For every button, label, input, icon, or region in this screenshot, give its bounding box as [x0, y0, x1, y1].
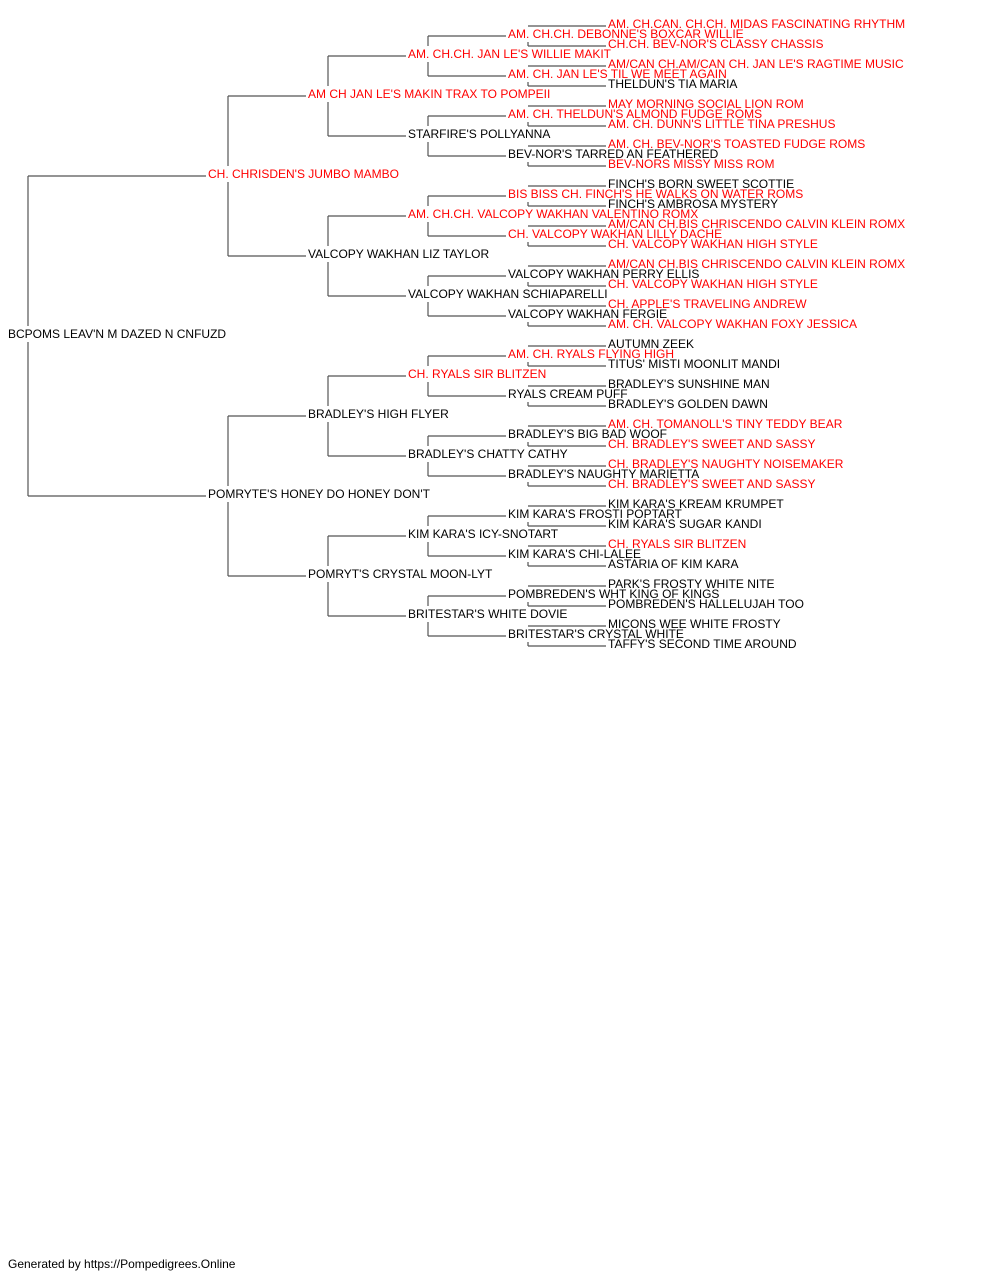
- ancestor-name-gen4: AM. CH.CH. DEBONNE'S BOXCAR WILLIE: [508, 27, 744, 41]
- ancestor-name-gen1: POMRYTE'S HONEY DO HONEY DON'T: [208, 487, 431, 501]
- ancestor-name-gen5: AM. CH.CAN. CH.CH. MIDAS FASCINATING RHY…: [608, 17, 905, 31]
- ancestor-name-gen5: BEV-NORS MISSY MISS ROM: [608, 157, 774, 171]
- ancestor-name-gen5: CH. APPLE'S TRAVELING ANDREW: [608, 297, 807, 311]
- ancestor-name-gen2: VALCOPY WAKHAN LIZ TAYLOR: [308, 247, 489, 261]
- ancestor-name-gen5: CH. BRADLEY'S SWEET AND SASSY: [608, 437, 815, 451]
- ancestor-name-gen4: VALCOPY WAKHAN PERRY ELLIS: [508, 267, 699, 281]
- ancestor-name-gen5: CH. BRADLEY'S NAUGHTY NOISEMAKER: [608, 457, 844, 471]
- ancestor-name-gen3: CH. RYALS SIR BLITZEN: [408, 367, 546, 381]
- ancestor-name-gen5: TITUS' MISTI MOONLIT MANDI: [608, 357, 780, 371]
- ancestor-name-gen4: KIM KARA'S FROSTI POPTART: [508, 507, 683, 521]
- ancestor-name-gen5: THELDUN'S TIA MARIA: [608, 77, 737, 91]
- ancestor-name-gen4: VALCOPY WAKHAN FERGIE: [508, 307, 667, 321]
- ancestor-name-gen5: CH. VALCOPY WAKHAN HIGH STYLE: [608, 277, 818, 291]
- ancestor-name-gen5: AM/CAN CH.AM/CAN CH. JAN LE'S RAGTIME MU…: [608, 57, 904, 71]
- ancestor-name-gen5: CH. RYALS SIR BLITZEN: [608, 537, 746, 551]
- ancestor-name-gen5: POMBREDEN'S HALLELUJAH TOO: [608, 597, 804, 611]
- ancestor-name-gen5: AM/CAN CH.BIS CHRISCENDO CALVIN KLEIN RO…: [608, 217, 905, 231]
- ancestor-name-gen5: FINCH'S BORN SWEET SCOTTIE: [608, 177, 794, 191]
- ancestor-name-gen4: AM. CH. THELDUN'S ALMOND FUDGE ROMS: [508, 107, 762, 121]
- ancestor-name-gen5: BRADLEY'S GOLDEN DAWN: [608, 397, 768, 411]
- ancestor-name-gen3: AM. CH.CH. JAN LE'S WILLIE MAKIT: [408, 47, 612, 61]
- ancestor-name-gen5: AM. CH. VALCOPY WAKHAN FOXY JESSICA: [608, 317, 857, 331]
- ancestor-name-gen5: TAFFY'S SECOND TIME AROUND: [608, 637, 797, 651]
- footer-credit: Generated by https://Pompedigrees.Online: [8, 1257, 236, 1271]
- ancestor-name-gen5: ASTARIA OF KIM KARA: [608, 557, 738, 571]
- subject-dog-name: BCPOMS LEAV'N M DAZED N CNFUZD: [8, 327, 226, 341]
- ancestor-name-gen2: POMRYT'S CRYSTAL MOON-LYT: [308, 567, 493, 581]
- ancestor-name-gen5: AM. CH. BEV-NOR'S TOASTED FUDGE ROMS: [608, 137, 865, 151]
- ancestor-name-gen3: STARFIRE'S POLLYANNA: [408, 127, 550, 141]
- ancestor-name-gen1: CH. CHRISDEN'S JUMBO MAMBO: [208, 167, 399, 181]
- ancestor-name-gen4: AM. CH. RYALS FLYING HIGH: [508, 347, 674, 361]
- ancestor-name-gen4: BIS BISS CH. FINCH'S HE WALKS ON WATER R…: [508, 187, 803, 201]
- ancestor-name-gen4: KIM KARA'S CHI-LALEE: [508, 547, 641, 561]
- ancestor-name-gen2: BRADLEY'S HIGH FLYER: [308, 407, 449, 421]
- ancestor-name-gen5: BRADLEY'S SUNSHINE MAN: [608, 377, 770, 391]
- ancestor-name-gen4: POMBREDEN'S WHT KING OF KINGS: [508, 587, 719, 601]
- ancestor-name-gen4: RYALS CREAM PUFF: [508, 387, 628, 401]
- ancestor-name-gen5: AM/CAN CH.BIS CHRISCENDO CALVIN KLEIN RO…: [608, 257, 905, 271]
- ancestor-name-gen4: BRITESTAR'S CRYSTAL WHITE: [508, 627, 684, 641]
- ancestor-name-gen5: PARK'S FROSTY WHITE NITE: [608, 577, 775, 591]
- ancestor-name-gen5: AM. CH. TOMANOLL'S TINY TEDDY BEAR: [608, 417, 843, 431]
- ancestor-name-gen4: BEV-NOR'S TARRED AN FEATHERED: [508, 147, 719, 161]
- ancestor-name-gen5: AM. CH. DUNN'S LITTLE TINA PRESHUS: [608, 117, 835, 131]
- ancestor-name-gen5: MICONS WEE WHITE FROSTY: [608, 617, 781, 631]
- ancestor-name-gen5: MAY MORNING SOCIAL LION ROM: [608, 97, 804, 111]
- ancestor-name-gen3: BRADLEY'S CHATTY CATHY: [408, 447, 568, 461]
- ancestor-name-gen4: AM. CH. JAN LE'S TIL WE MEET AGAIN: [508, 67, 727, 81]
- ancestor-name-gen3: VALCOPY WAKHAN SCHIAPARELLI: [408, 287, 608, 301]
- ancestor-name-gen5: CH. VALCOPY WAKHAN HIGH STYLE: [608, 237, 818, 251]
- ancestor-name-gen3: BRITESTAR'S WHITE DOVIE: [408, 607, 567, 621]
- ancestor-name-gen5: FINCH'S AMBROSA MYSTERY: [608, 197, 778, 211]
- ancestor-name-gen3: AM. CH.CH. VALCOPY WAKHAN VALENTINO ROMX: [408, 207, 698, 221]
- ancestor-name-gen5: KIM KARA'S SUGAR KANDI: [608, 517, 762, 531]
- ancestor-name-gen4: BRADLEY'S BIG BAD WOOF: [508, 427, 667, 441]
- ancestor-name-gen5: AUTUMN ZEEK: [608, 337, 694, 351]
- ancestor-name-gen4: BRADLEY'S NAUGHTY MARIETTA: [508, 467, 699, 481]
- ancestor-name-gen3: KIM KARA'S ICY-SNOTART: [408, 527, 559, 541]
- ancestor-name-gen5: KIM KARA'S KREAM KRUMPET: [608, 497, 784, 511]
- ancestor-name-gen5: CH.CH. BEV-NOR'S CLASSY CHASSIS: [608, 37, 823, 51]
- ancestor-name-gen5: CH. BRADLEY'S SWEET AND SASSY: [608, 477, 815, 491]
- ancestor-name-gen4: CH. VALCOPY WAKHAN LILLY DACHE: [508, 227, 722, 241]
- ancestor-name-gen2: AM CH JAN LE'S MAKIN TRAX TO POMPEII: [308, 87, 550, 101]
